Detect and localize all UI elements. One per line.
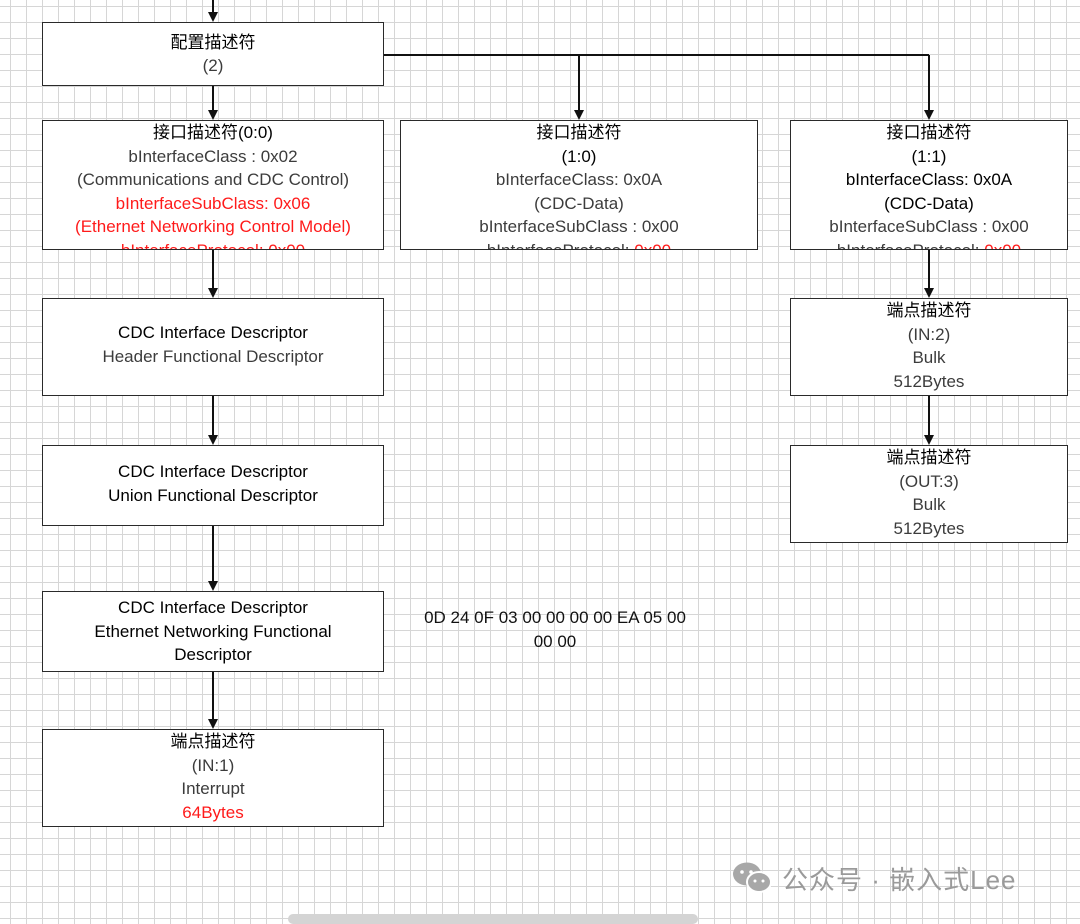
interface-0-0-box[interactable]: 接口描述符(0:0) bInterfaceClass : 0x02 (Commu…: [42, 120, 384, 250]
iface0-subclass-desc: (Ethernet Networking Control Model): [75, 217, 351, 236]
iface0-protocol: bInterfaceProtocol: 0x00: [120, 240, 306, 250]
ep-in2-id: (IN:2): [907, 324, 951, 344]
endpoint-in1-box[interactable]: 端点描述符 (IN:1) Interrupt 64Bytes: [42, 729, 384, 827]
endpoint-in2-box[interactable]: 端点描述符 (IN:2) Bulk 512Bytes: [790, 298, 1068, 396]
iface1-subclass: bInterfaceSubClass : 0x00: [479, 217, 679, 236]
iface0-subclass: bInterfaceSubClass: 0x06: [115, 193, 311, 213]
cdc-ethernet-box[interactable]: CDC Interface Descriptor Ethernet Networ…: [42, 591, 384, 672]
ep-in2-type: Bulk: [912, 348, 946, 367]
iface1-protocol-value: 0x00: [634, 240, 672, 250]
ep-in2-title: 端点描述符: [886, 301, 972, 320]
iface2-subclass: bInterfaceSubClass : 0x00: [829, 217, 1029, 236]
iface2-protocol: bInterfaceProtocol: 0x00: [836, 239, 1022, 250]
iface2-protocol-label: bInterfaceProtocol:: [836, 240, 985, 250]
iface2-title: 接口描述符: [886, 123, 972, 142]
iface1-title: 接口描述符: [536, 123, 622, 142]
cdc-union-line2: Union Functional Descriptor: [108, 485, 318, 505]
cdc-ethernet-line2: Ethernet Networking Functional: [94, 621, 332, 641]
cdc-header-line1: CDC Interface Descriptor: [118, 323, 308, 342]
ep-out3-size: 512Bytes: [893, 518, 965, 538]
ep-in1-size: 64Bytes: [182, 802, 244, 822]
ep-in2-size: 512Bytes: [893, 371, 965, 391]
iface2-class-desc: (CDC-Data): [884, 193, 974, 213]
ep-in1-title: 端点描述符: [170, 732, 256, 751]
iface2-protocol-value: 0x00: [984, 240, 1022, 250]
ep-out3-title: 端点描述符: [886, 448, 972, 467]
config-value: (2): [202, 56, 224, 75]
iface0-class-desc: (Communications and CDC Control): [76, 170, 350, 189]
ethernet-bytes-text: 0D 24 0F 03 00 00 00 00 EA 05 00 00 00: [396, 606, 714, 654]
config-descriptor-box[interactable]: 配置描述符 (2): [42, 22, 384, 86]
interface-1-0-box[interactable]: 接口描述符 (1:0) bInterfaceClass: 0x0A (CDC-D…: [400, 120, 758, 250]
ep-in1-type: Interrupt: [181, 779, 245, 798]
config-title: 配置描述符: [170, 32, 256, 52]
iface1-protocol-label: bInterfaceProtocol:: [486, 240, 635, 250]
iface2-class: bInterfaceClass: 0x0A: [845, 170, 1013, 189]
cdc-union-box[interactable]: CDC Interface Descriptor Union Functiona…: [42, 445, 384, 526]
iface1-id: (1:0): [561, 146, 597, 166]
endpoint-out3-box[interactable]: 端点描述符 (OUT:3) Bulk 512Bytes: [790, 445, 1068, 543]
interface-1-1-box[interactable]: 接口描述符 (1:1) bInterfaceClass: 0x0A (CDC-D…: [790, 120, 1068, 250]
ep-out3-id: (OUT:3): [899, 471, 959, 491]
ethernet-bytes-line1: 0D 24 0F 03 00 00 00 00 EA 05 00: [424, 608, 686, 627]
iface0-title: 接口描述符(0:0): [153, 123, 273, 142]
iface1-class-desc: (CDC-Data): [534, 193, 624, 213]
horizontal-scrollbar[interactable]: [288, 914, 698, 924]
cdc-union-line1: CDC Interface Descriptor: [118, 462, 308, 481]
ep-out3-type: Bulk: [912, 495, 946, 514]
cdc-ethernet-line3: Descriptor: [174, 645, 252, 664]
iface1-class: bInterfaceClass: 0x0A: [495, 170, 663, 189]
cdc-ethernet-line1: CDC Interface Descriptor: [118, 598, 308, 617]
watermark: 公众号 · 嵌入式Lee: [732, 858, 1017, 898]
iface0-class: bInterfaceClass : 0x02: [128, 146, 298, 166]
cdc-header-box[interactable]: CDC Interface Descriptor Header Function…: [42, 298, 384, 396]
iface1-protocol: bInterfaceProtocol: 0x00: [486, 239, 672, 250]
watermark-text: 公众号 · 嵌入式Lee: [782, 864, 1017, 895]
iface2-id: (1:1): [911, 146, 947, 166]
ep-in1-id: (IN:1): [191, 755, 235, 775]
ethernet-bytes-line2: 00 00: [533, 632, 577, 651]
cdc-header-line2: Header Functional Descriptor: [102, 346, 324, 366]
wechat-icon: [733, 862, 772, 893]
